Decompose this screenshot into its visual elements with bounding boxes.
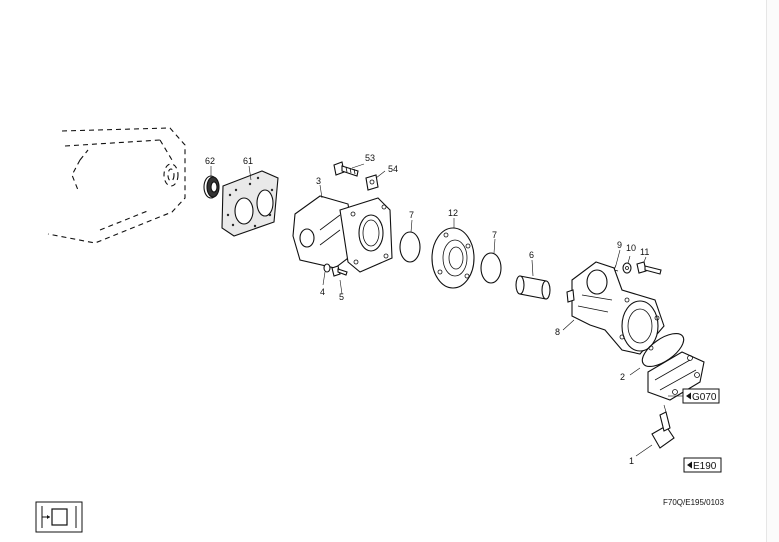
label-61: 61 (243, 156, 253, 166)
ref-e190-label: E190 (693, 461, 717, 472)
fitting-1 (651, 404, 675, 449)
label-62: 62 (205, 156, 215, 166)
o-ring-7-b (480, 252, 502, 284)
label-11: 11 (640, 247, 649, 257)
drawing-code: F70Q/E195/0103 (663, 498, 724, 507)
label-54: 54 (388, 164, 398, 174)
label-5: 5 (339, 292, 344, 302)
leader-lines (210, 163, 683, 457)
engine-housing-outline (47, 127, 186, 244)
label-6: 6 (529, 250, 534, 260)
bracket-housing-3 (292, 195, 393, 273)
washer-10 (622, 262, 632, 274)
o-ring-7-a (399, 231, 421, 263)
bolt-53 (333, 161, 359, 177)
label-7-b: 7 (492, 230, 497, 240)
label-53: 53 (365, 153, 375, 163)
label-12: 12 (448, 208, 458, 218)
ref-box-e190[interactable]: E190 (683, 457, 722, 473)
bearing-62 (203, 175, 220, 199)
motor-housing-8 (566, 261, 665, 355)
page-edge-strip (766, 0, 779, 542)
bolt-11 (636, 261, 662, 275)
part-labels: 62 61 53 54 3 4 5 7 12 7 6 9 10 11 8 2 1 (205, 153, 649, 466)
label-2: 2 (620, 372, 625, 382)
valve-block-assembly (647, 351, 705, 401)
label-8: 8 (555, 327, 560, 337)
assembly-symbol-icon (35, 501, 83, 533)
ref-box-g070[interactable]: G070 (682, 388, 720, 404)
flange-plate-12 (431, 227, 475, 289)
washer-4 (323, 263, 331, 273)
label-9: 9 (617, 240, 622, 250)
screw-5 (331, 265, 348, 277)
ref-g070-label: G070 (692, 392, 717, 403)
label-10: 10 (626, 243, 636, 253)
label-3: 3 (316, 176, 321, 186)
label-7-a: 7 (409, 210, 414, 220)
gasket-61 (221, 170, 279, 237)
washer-54 (365, 174, 379, 191)
label-4: 4 (320, 287, 325, 297)
sleeve-6 (515, 275, 551, 300)
label-1: 1 (629, 456, 634, 466)
